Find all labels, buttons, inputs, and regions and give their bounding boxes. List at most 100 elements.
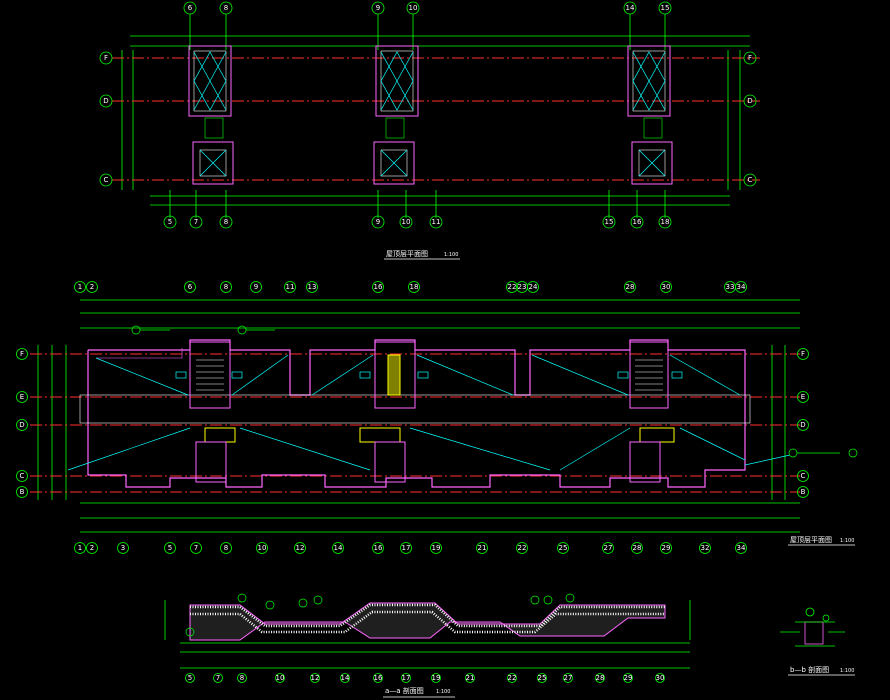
- main-plan-axis-bottom-28-label: 28: [633, 544, 642, 552]
- section-bb-title: b—b 剖面图: [790, 665, 829, 674]
- section-aa-axis-12: 12: [310, 673, 320, 683]
- top-plan-axis-bottom-9-label: 9: [376, 218, 380, 226]
- top-plan-row-left-D-label: D: [103, 97, 108, 105]
- main-plan-axis-top-2: 2: [86, 281, 98, 293]
- section-aa-scale: 1:100: [436, 689, 450, 695]
- main-plan-row-right-D-label: D: [800, 421, 805, 429]
- section-aa-axis-22-label: 22: [508, 674, 517, 682]
- section-aa-axis-8: 8: [237, 673, 247, 683]
- top-plan-axis-bottom-15-label: 15: [605, 218, 614, 226]
- main-plan-axis-top-22-label: 22: [508, 283, 517, 291]
- section-aa-dimension-lines: [164, 600, 691, 669]
- main-plan-axis-bottom-29: 29: [660, 542, 672, 554]
- main-plan-axis-top-1-label: 1: [78, 283, 82, 291]
- main-plan-axis-bottom-19-label: 19: [432, 544, 441, 552]
- main-plan-scale: 1:100: [840, 538, 854, 544]
- main-plan-stair-cores: [189, 341, 675, 483]
- main-plan-row-right-B: B: [797, 486, 809, 498]
- main-plan-axis-top-13: 13: [306, 281, 318, 293]
- section-aa-axis-25-label: 25: [538, 674, 547, 682]
- main-plan-axis-bottom-28: 28: [631, 542, 643, 554]
- section-aa-axis-19-label: 19: [432, 674, 441, 682]
- section-aa-axis-21-label: 21: [466, 674, 475, 682]
- top-plan-axis-bottom-18-label: 18: [661, 218, 670, 226]
- main-plan-axis-bottom-2: 2: [86, 542, 98, 554]
- top-plan-axis-bottom-16: 16: [630, 215, 644, 229]
- main-plan-row-right-F: F: [797, 348, 809, 360]
- main-plan-axis-bottom-21-label: 21: [478, 544, 487, 552]
- main-plan-axis-bottom-2-label: 2: [90, 544, 94, 552]
- top-plan-title-block: 屋顶层平面图 1:100: [384, 250, 460, 260]
- main-plan-axis-top-8-label: 8: [224, 283, 228, 291]
- section-aa-axis-7-label: 7: [216, 674, 220, 682]
- main-plan-axis-bottom-25-label: 25: [559, 544, 568, 552]
- main-plan-row-right-D: D: [797, 419, 809, 431]
- main-plan-axis-bottom-29-label: 29: [662, 544, 671, 552]
- top-plan-axis-top-14-label: 14: [626, 4, 635, 12]
- main-plan-axis-top-6-label: 6: [188, 283, 193, 291]
- top-plan-row-left-C: C: [99, 173, 113, 187]
- main-plan-row-left-E: E: [16, 391, 28, 403]
- main-plan-axis-bottom-7-label: 7: [194, 544, 198, 552]
- top-plan-axis-bottom-9: 9: [371, 215, 385, 229]
- top-plan-axis-top-15-label: 15: [661, 4, 670, 12]
- main-plan-row-right-B-label: B: [801, 488, 806, 496]
- section-aa-axis-10: 10: [275, 673, 285, 683]
- main-plan-axis-bottom-5: 5: [164, 542, 176, 554]
- main-plan-row-right-C: C: [797, 470, 809, 482]
- top-plan-row-left-D: D: [99, 94, 113, 108]
- main-plan-axis-bottom-17: 17: [400, 542, 412, 554]
- main-plan-axis-top-28: 28: [624, 281, 636, 293]
- section-aa-axis-28: 28: [595, 673, 605, 683]
- main-plan-row-right-E: E: [797, 391, 809, 403]
- section-aa-axis-7: 7: [213, 673, 223, 683]
- top-plan-axis-top-14: 14: [623, 1, 637, 15]
- main-plan-axis-bottom-8: 8: [220, 542, 232, 554]
- section-aa-axis-29: 29: [623, 673, 633, 683]
- section-aa-title: a—a 剖面图: [385, 686, 424, 695]
- top-plan-row-left-F-label: F: [104, 54, 108, 62]
- section-aa-axis-21: 21: [465, 673, 475, 683]
- main-plan-axis-bottom-3: 3: [117, 542, 129, 554]
- main-plan-axis-bottom-21: 21: [476, 542, 488, 554]
- top-plan-axis-bottom-8: 8: [219, 215, 233, 229]
- main-plan-axis-bottom-14: 14: [332, 542, 344, 554]
- main-plan-axis-top-30: 30: [660, 281, 672, 293]
- main-plan-axis-bottom-22-label: 22: [518, 544, 527, 552]
- main-plan-axis-top-24-label: 24: [529, 283, 538, 291]
- top-plan-axis-top-10: 10: [406, 1, 420, 15]
- top-plan-shafts: [188, 45, 673, 185]
- main-plan-axis-top-16-label: 16: [374, 283, 383, 291]
- section-aa-axis-29-label: 29: [624, 674, 633, 682]
- main-plan-axis-top-13-label: 13: [308, 283, 317, 291]
- top-plan-row-right-F: F: [743, 51, 757, 65]
- main-plan-axis-bottom-10: 10: [256, 542, 268, 554]
- main-plan-axis-top-18-label: 18: [410, 283, 419, 291]
- main-plan-axis-bottom-32: 32: [699, 542, 711, 554]
- main-plan-axis-top-22: 22: [506, 281, 518, 293]
- main-plan-axis-bottom-17-label: 17: [402, 544, 411, 552]
- top-plan-axis-top-8: 8: [219, 1, 233, 15]
- section-aa-axis-17-label: 17: [402, 674, 411, 682]
- top-plan-axis-bottom-15: 15: [602, 215, 616, 229]
- top-plan-axis-top-6-label: 6: [188, 4, 193, 12]
- main-plan-axis-bottom-12: 12: [294, 542, 306, 554]
- main-plan-axis-top-11: 11: [284, 281, 296, 293]
- section-aa-title-block: a—a 剖面图 1:100: [383, 686, 455, 698]
- top-plan-axis-bottom-7-label: 7: [194, 218, 198, 226]
- main-plan-axis-top-24: 24: [527, 281, 539, 293]
- main-plan-axis-bottom-1: 1: [74, 542, 86, 554]
- main-plan-row-left-C: C: [16, 470, 28, 482]
- top-plan-axis-bottom-10: 10: [399, 215, 413, 229]
- main-plan-axis-bottom-19: 19: [430, 542, 442, 554]
- section-aa-profile: [189, 602, 666, 641]
- section-b-b: b—b 剖面图 1:100: [780, 607, 855, 676]
- top-plan-row-left-C-label: C: [104, 176, 109, 184]
- main-plan-axis-top-16: 16: [372, 281, 384, 293]
- top-plan-axis-bottom-11-label: 11: [432, 218, 441, 226]
